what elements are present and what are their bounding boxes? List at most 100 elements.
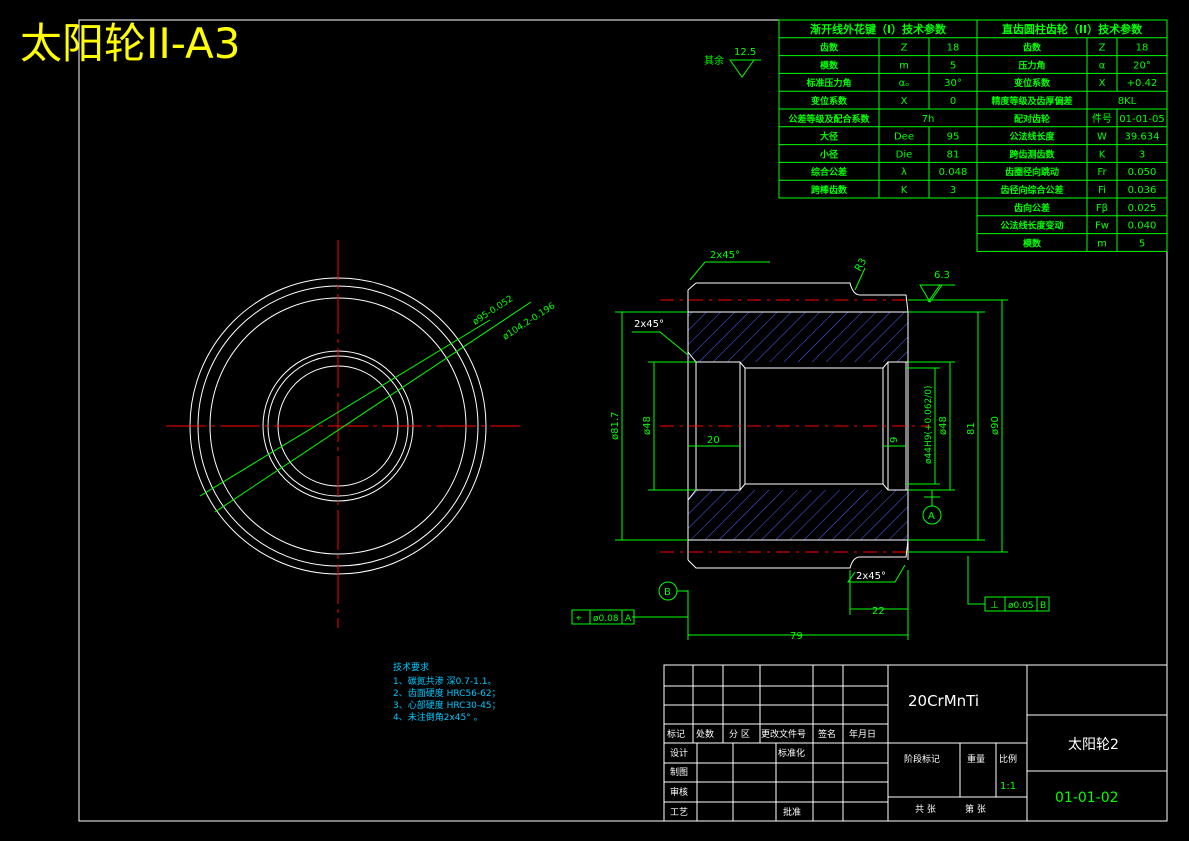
rev-label: 签名 bbox=[818, 728, 836, 740]
table-cell: K bbox=[1099, 149, 1106, 160]
table-cell: 39.634 bbox=[1125, 132, 1160, 143]
dim-len-22: 22 bbox=[872, 606, 885, 617]
table-cell: m bbox=[899, 60, 909, 71]
position-tol-symbol: ⌖ bbox=[576, 613, 582, 624]
sheet-no: 第 张 bbox=[965, 803, 986, 815]
table-cell: 0 bbox=[950, 96, 956, 107]
section-hatch bbox=[688, 312, 908, 540]
table-cell: Die bbox=[896, 149, 913, 160]
table-cell: 配对齿轮 bbox=[1014, 113, 1050, 125]
table-cell: Fβ bbox=[1096, 203, 1108, 214]
dim-spline-dia: ø81.7 bbox=[610, 412, 621, 440]
table-cell: 81 bbox=[947, 149, 960, 160]
table-cell: 公法线长度变动 bbox=[1000, 220, 1063, 232]
tech-req-line: 2、齿面硬度 HRC56-62； bbox=[393, 687, 501, 699]
tol-left: ø0.08 bbox=[593, 614, 619, 624]
table-cell: 齿数 bbox=[1023, 42, 1042, 54]
table-header: 直齿圆柱齿轮（II）技术参数 bbox=[1002, 22, 1143, 36]
tol-right-ref: B bbox=[1040, 601, 1046, 611]
table-cell: 变位系数 bbox=[811, 95, 848, 107]
roughness-other-label: 其余 bbox=[704, 54, 724, 67]
table-cell: λ bbox=[901, 167, 907, 178]
table-cell: 5 bbox=[950, 60, 956, 71]
table-cell: αₒ bbox=[899, 78, 910, 89]
table-cell: 30° bbox=[944, 78, 962, 89]
draw-label: 制图 bbox=[670, 766, 688, 778]
rev-label: 标记 bbox=[667, 728, 685, 740]
material: 20CrMnTi bbox=[908, 692, 979, 710]
table-cell: 齿数 bbox=[820, 42, 839, 54]
datum-b: B bbox=[664, 587, 671, 598]
rev-label: 分 区 bbox=[729, 729, 750, 740]
dim-90: ø90 bbox=[990, 416, 1001, 435]
table-cell: 跨棒齿数 bbox=[811, 184, 848, 196]
process-label: 工艺 bbox=[670, 807, 688, 818]
table-cell: 01-01-05 bbox=[1119, 114, 1164, 125]
table-cell: 跨齿测齿数 bbox=[1009, 148, 1055, 160]
table-cell: 0.036 bbox=[1128, 185, 1157, 196]
table-cell: 综合公差 bbox=[811, 166, 847, 178]
table-cell: 件号 bbox=[1092, 113, 1112, 125]
table-cell: 公法线长度 bbox=[1009, 131, 1055, 143]
table-cell: 公差等级及配合系数 bbox=[788, 113, 870, 125]
table-cell: 5 bbox=[1139, 238, 1145, 249]
tol-right: ø0.05 bbox=[1008, 601, 1034, 611]
scale: 1:1 bbox=[1000, 781, 1016, 792]
table-cell: 压力角 bbox=[1018, 59, 1045, 71]
roughness-other bbox=[729, 59, 761, 78]
dim-81: 81 bbox=[966, 422, 977, 435]
table-cell: Z bbox=[901, 43, 908, 54]
rev-label: 年月日 bbox=[849, 728, 876, 740]
table-cell: 7h bbox=[922, 114, 935, 125]
dim-roughness: 6.3 bbox=[934, 270, 950, 281]
table-cell: 20° bbox=[1133, 60, 1151, 71]
table-cell: 大径 bbox=[820, 131, 838, 143]
table-cell: Fw bbox=[1095, 221, 1109, 232]
dia-95-leader: ø95-0.052 bbox=[471, 294, 515, 327]
end-view-leaders bbox=[199, 301, 532, 513]
table-cell: 模数 bbox=[1023, 237, 1042, 249]
tech-req-line: 3、心部硬度 HRC30-45； bbox=[393, 699, 501, 711]
dim-bore-left: ø48 bbox=[642, 416, 653, 435]
title-block bbox=[663, 664, 1168, 822]
dim-chamfer-left: 2x45° bbox=[634, 319, 664, 330]
table-cell: +0.42 bbox=[1127, 78, 1158, 89]
design-label: 设计 bbox=[670, 747, 688, 759]
table-cell: 齿圈径向跳动 bbox=[1005, 166, 1059, 178]
tol-left-ref: A bbox=[625, 614, 632, 624]
dim-bore-right: ø48 bbox=[938, 416, 949, 435]
approve-label: 批准 bbox=[783, 806, 801, 818]
table-cell: 小径 bbox=[819, 148, 838, 160]
datum-a: A bbox=[928, 511, 935, 522]
table-cell: 0.050 bbox=[1128, 167, 1157, 178]
table-cell: 模数 bbox=[820, 59, 839, 71]
rev-label: 处数 bbox=[696, 728, 714, 740]
dim-radius: R3 bbox=[853, 256, 869, 273]
table-cell: 95 bbox=[947, 132, 960, 143]
table-cell: 0.048 bbox=[939, 167, 968, 178]
sheets-total: 共 张 bbox=[915, 804, 936, 815]
part-name: 太阳轮2 bbox=[1068, 737, 1119, 753]
table-cell: α bbox=[1099, 60, 1106, 71]
drawing-title: 太阳轮II-A3 bbox=[20, 19, 240, 68]
table-cell: 标准压力角 bbox=[805, 77, 851, 89]
table-cell: W bbox=[1097, 132, 1107, 143]
table-cell: 3 bbox=[1139, 149, 1145, 160]
dim-chamfer-bottom: 2x45° bbox=[856, 571, 886, 582]
table-cell: 8KL bbox=[1118, 96, 1137, 107]
tech-req-line: 1、碳氮共渗 深0.7-1.1。 bbox=[393, 675, 496, 687]
section-centerlines bbox=[660, 299, 930, 553]
rev-label: 更改文件号 bbox=[761, 728, 806, 740]
dim-bore-tol: ø44H9(+0.062/0) bbox=[924, 385, 934, 464]
table-cell: 精度等级及齿厚偏差 bbox=[991, 95, 1072, 107]
dim-len-20: 20 bbox=[707, 435, 720, 446]
section-dimensions bbox=[571, 261, 1050, 640]
tech-req-line: 4、未注倒角2x45° 。 bbox=[393, 711, 483, 723]
table-header: 渐开线外花键（I）技术参数 bbox=[810, 22, 947, 36]
table-frame bbox=[976, 19, 1168, 252]
standard-label: 标准化 bbox=[778, 747, 805, 759]
table-cell: 齿向公差 bbox=[1014, 202, 1050, 214]
title-block-text: 标记 处数 分 区 更改文件号 签名 年月日 设计 标准化 制图 审核 工艺 批… bbox=[667, 728, 1017, 818]
end-view-centerlines bbox=[166, 240, 520, 628]
